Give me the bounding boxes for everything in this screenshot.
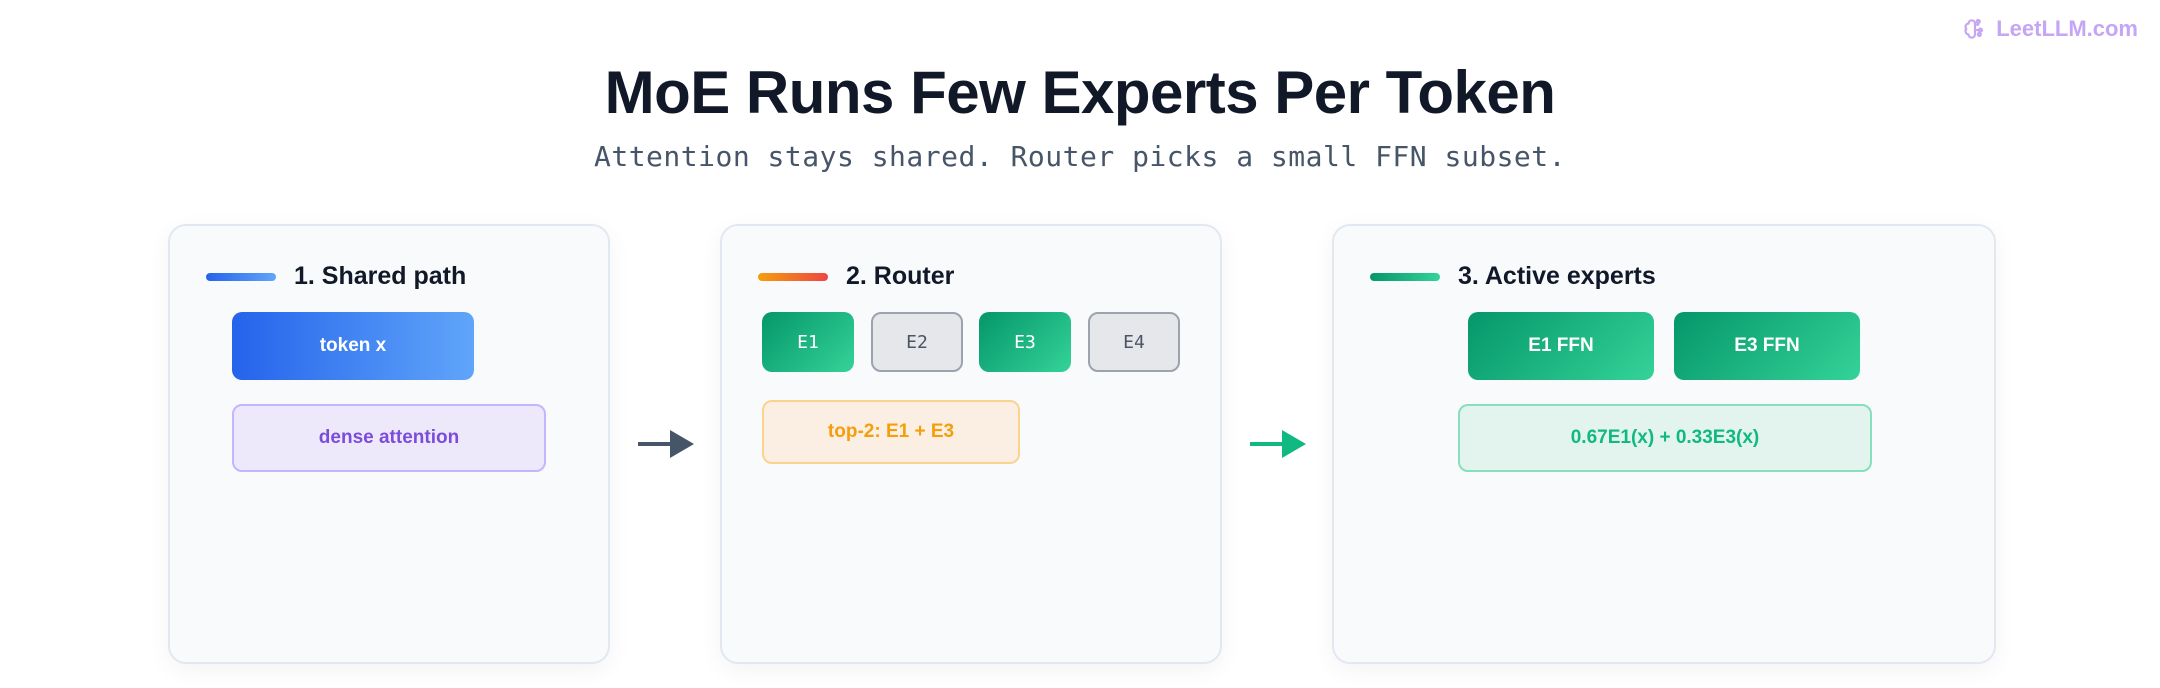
brand-label: LeetLLM.com [1996, 16, 2138, 41]
router-panel: 2. Router E1 E2 E3 E4 top-2: E1 + E3 [720, 224, 1222, 664]
expert-e1: E1 [762, 312, 854, 372]
accent-bar [758, 272, 828, 281]
e3-ffn-box: E3 FFN [1674, 312, 1860, 380]
topk-selection-box: top-2: E1 + E3 [762, 400, 1020, 464]
panel-title: 1. Shared path [294, 262, 467, 290]
arrow-right-icon [638, 430, 694, 458]
accent-bar [1370, 272, 1440, 281]
panel-heading: 1. Shared path [206, 262, 466, 291]
expert-e4: E4 [1088, 312, 1180, 372]
brain-icon [1964, 18, 1984, 39]
expert-e3: E3 [979, 312, 1071, 372]
token-box: token x [232, 312, 474, 380]
expert-e2: E2 [871, 312, 963, 372]
panel-title: 3. Active experts [1458, 262, 1656, 290]
page-title: MoE Runs Few Experts Per Token [604, 59, 1556, 126]
brand-logo[interactable]: LeetLLM.com [1962, 16, 2138, 42]
panel-title: 2. Router [846, 262, 955, 290]
panel-heading: 2. Router [758, 262, 954, 291]
accent-bar [206, 272, 276, 281]
dense-attention-box: dense attention [232, 404, 546, 472]
active-experts-panel: 3. Active experts E1 FFN E3 FFN 0.67E1(x… [1332, 224, 1996, 664]
arrow-right-icon [1250, 430, 1306, 458]
shared-path-panel: 1. Shared path token x dense attention [168, 224, 610, 664]
e1-ffn-box: E1 FFN [1468, 312, 1654, 380]
page-subtitle: Attention stays shared. Router picks a s… [593, 140, 1566, 173]
panel-heading: 3. Active experts [1370, 262, 1656, 291]
weighted-output-box: 0.67E1(x) + 0.33E3(x) [1458, 404, 1872, 472]
